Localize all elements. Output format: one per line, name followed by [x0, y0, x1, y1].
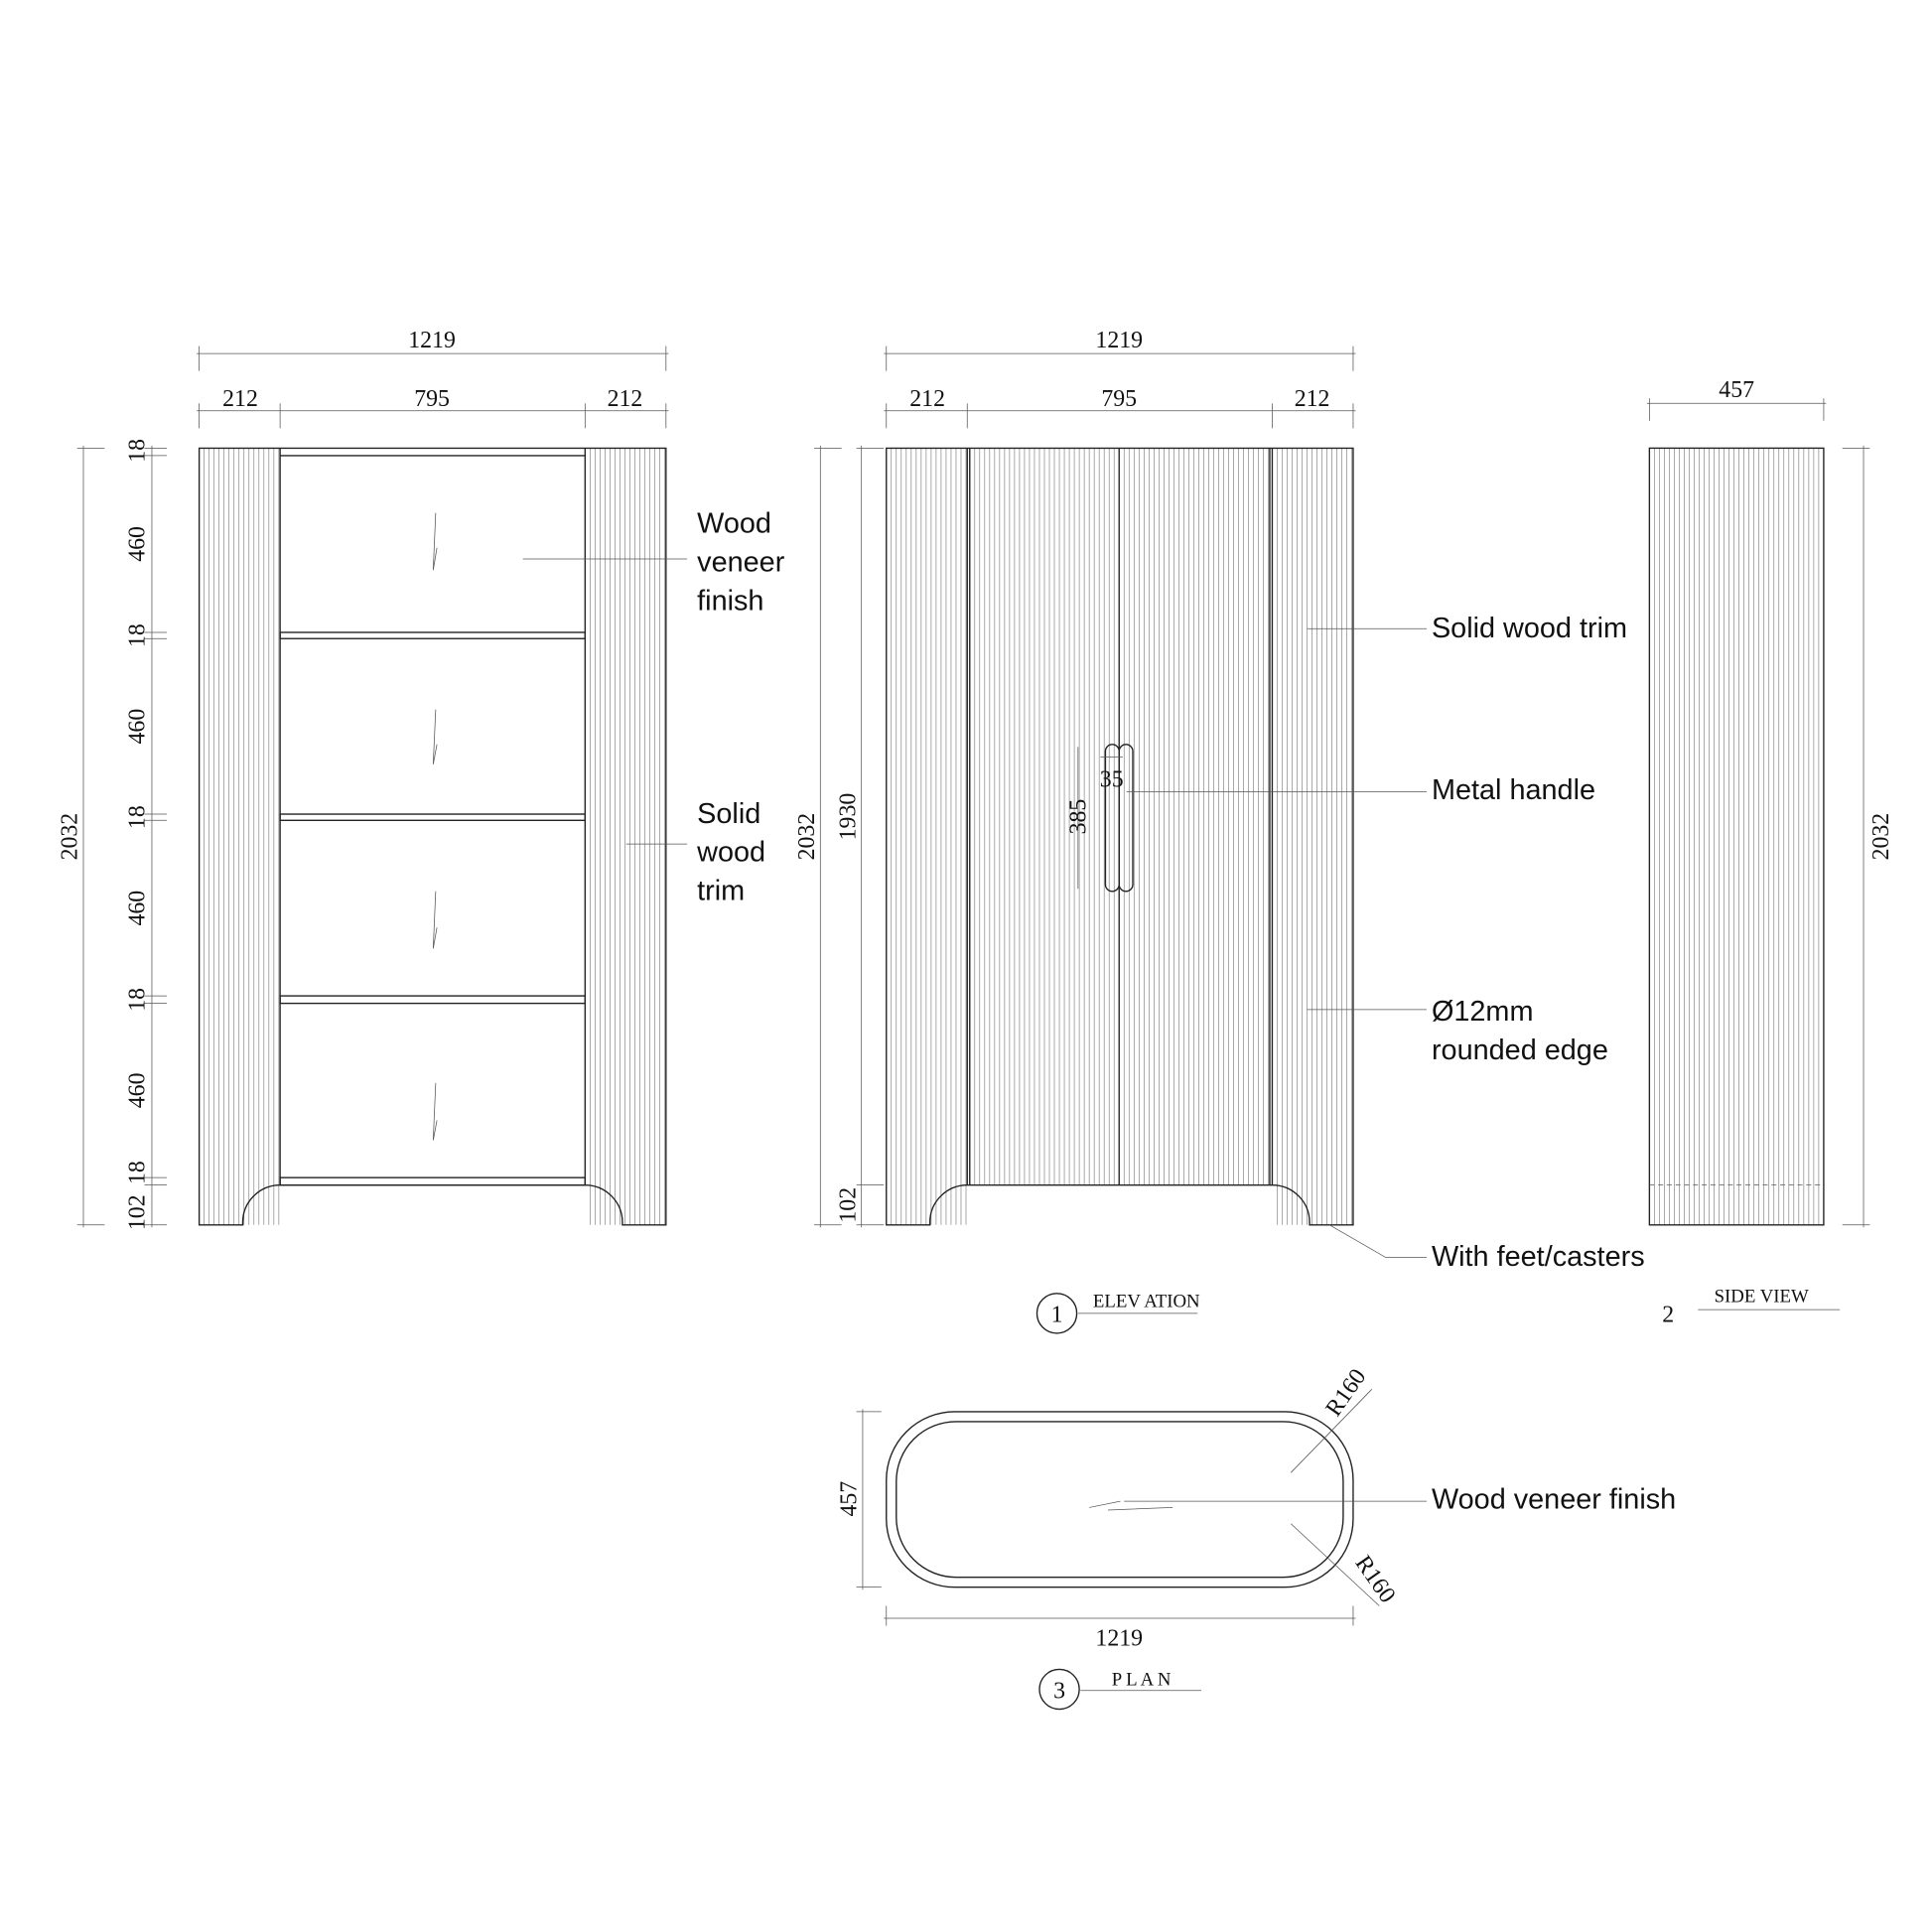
callout-edge-1: Ø12mm [1432, 996, 1534, 1028]
veneer-grain-marks [432, 512, 438, 1141]
dim-handle-width: 35 [1100, 766, 1124, 792]
callout-leaders [1126, 627, 1427, 1258]
width-dimensions [814, 345, 1356, 1228]
segment-label: 102 [124, 1194, 150, 1230]
callout-edge-2: rounded edge [1432, 1035, 1608, 1066]
dim-total-width: 1219 [408, 328, 456, 353]
dim-plan-width: 1219 [1095, 1626, 1143, 1652]
segment-label: 460 [124, 891, 150, 926]
side-flutes [1654, 448, 1820, 1225]
side-view: 457 2032 [1646, 377, 1894, 1228]
callout-solid-wood-3: trim [697, 876, 745, 907]
callout-plan-veneer: Wood veneer finish [1432, 1484, 1676, 1516]
title-label: ELEV ATION [1093, 1292, 1200, 1312]
width-dimensions [197, 345, 669, 429]
segment-label: 460 [124, 709, 150, 745]
metal-handle [1077, 744, 1134, 893]
callout-metal-handle: Metal handle [1432, 774, 1595, 806]
plan-dimensions [856, 1389, 1427, 1626]
segment-label: 18 [124, 1161, 150, 1184]
callout-solid-wood-1: Solid [697, 798, 760, 830]
callout-solid-wood-trim: Solid wood trim [1432, 613, 1627, 644]
segment-label: 460 [124, 526, 150, 562]
dim-doors: 795 [1101, 386, 1137, 412]
dim-left-trim: 212 [222, 386, 258, 412]
callout-feet: With feet/casters [1432, 1241, 1645, 1273]
title-label: P L A N [1112, 1670, 1172, 1691]
dim-total-height: 2032 [58, 813, 83, 861]
segment-label: 18 [124, 439, 150, 463]
title-number: 3 [1053, 1678, 1065, 1704]
segment-label: 18 [124, 623, 150, 647]
title-elevation: 1 ELEV ATION [1035, 1292, 1200, 1334]
title-label: SIDE VIEW [1715, 1287, 1809, 1308]
segment-label: 18 [124, 805, 150, 829]
segment-label: 18 [124, 988, 150, 1012]
open-shelf-elevation: 1219 212 795 212 2032 18 460 18 460 18 460 18 4… [58, 328, 785, 1230]
segment-label: 460 [124, 1073, 150, 1109]
callout-wood-veneer-1: Wood [697, 508, 771, 540]
dim-body-height: 1930 [835, 793, 861, 841]
dim-depth: 457 [1719, 377, 1754, 403]
callout-wood-veneer-3: finish [697, 585, 763, 617]
dim-right-trim: 212 [1295, 386, 1330, 412]
title-side-view: 2 SIDE VIEW [1662, 1287, 1841, 1328]
shelves [279, 455, 587, 1186]
title-plan: 3 P L A N [1038, 1668, 1201, 1711]
dim-left-trim: 212 [909, 386, 945, 412]
right-fluted-trim [590, 448, 665, 1225]
dim-handle-length: 385 [1065, 799, 1091, 835]
dim-height: 2032 [1868, 813, 1894, 861]
height-dimensions [76, 445, 153, 1228]
dim-total-width: 1219 [1095, 328, 1143, 353]
dim-right-trim: 212 [608, 386, 643, 412]
fluted-panels [891, 448, 1353, 1225]
dim-plan-depth: 457 [837, 1481, 863, 1517]
callout-wood-veneer-2: veneer [697, 547, 785, 579]
left-fluted-trim [204, 448, 280, 1225]
title-number: 2 [1662, 1303, 1674, 1328]
dim-total-height: 2032 [794, 813, 820, 861]
dim-feet-height: 102 [835, 1187, 861, 1223]
callout-solid-wood-2: wood [696, 837, 765, 869]
side-dimensions [1646, 398, 1870, 1228]
door-elevation: 35 385 1219 212 795 212 2032 1930 102 So… [794, 328, 1645, 1273]
segment-labels: 18 460 18 460 18 460 18 460 18 102 [124, 439, 150, 1230]
title-number: 1 [1051, 1303, 1063, 1328]
segment-ticks [144, 448, 168, 1226]
dim-center: 795 [414, 386, 450, 412]
